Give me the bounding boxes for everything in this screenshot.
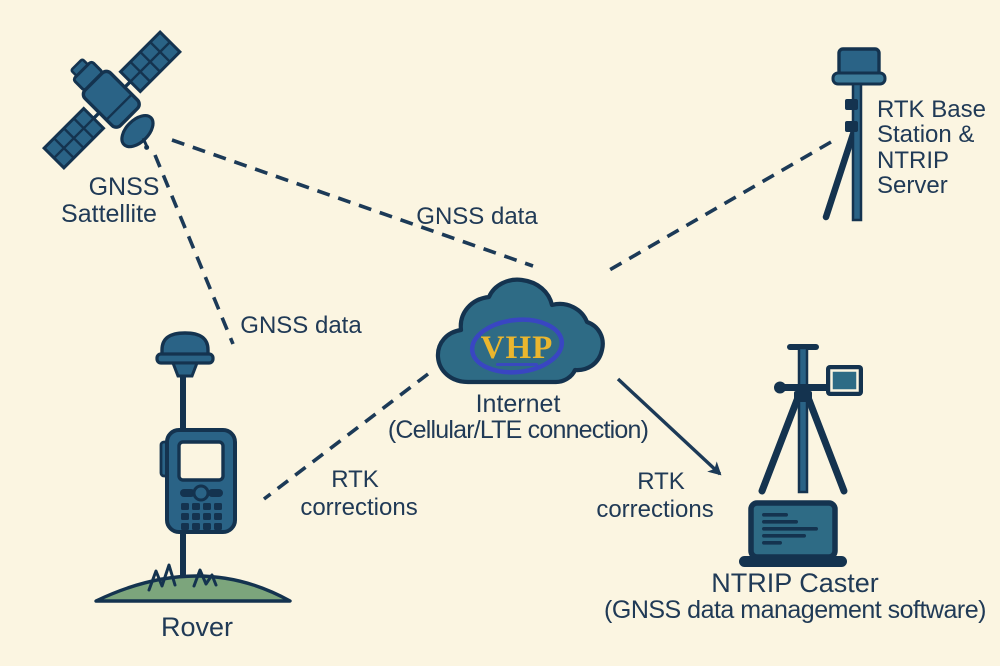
controller-keypad bbox=[181, 503, 222, 530]
laptop-base bbox=[739, 556, 847, 567]
controller-key bbox=[180, 489, 195, 497]
gnss-data-label-left: GNSS data bbox=[240, 312, 362, 339]
base-station-label-line2: Station & bbox=[877, 121, 975, 148]
rtk-corrections-right-line2: corrections bbox=[596, 496, 714, 523]
body-seam bbox=[105, 93, 133, 121]
satellite-label-line1: GNSS bbox=[88, 173, 160, 201]
caster-tripod-leg bbox=[805, 396, 848, 495]
rover-label: Rover bbox=[160, 612, 234, 642]
gnss-data-label-top: GNSS data bbox=[416, 203, 538, 230]
edges bbox=[153, 138, 832, 501]
pole-clamp bbox=[845, 121, 858, 132]
rtk-corrections-left-line2: corrections bbox=[300, 494, 418, 521]
base-mount-plate bbox=[831, 71, 887, 86]
controller-screen bbox=[177, 440, 225, 482]
gnss-satellite-icon bbox=[41, 29, 183, 171]
cloud-shape bbox=[435, 277, 605, 385]
internet-label-line1: Internet bbox=[475, 390, 561, 418]
caster-tripod-pole bbox=[797, 346, 809, 494]
satellite-body bbox=[81, 69, 141, 129]
tripod-mount-block bbox=[794, 391, 812, 402]
rtk-base-station-icon bbox=[822, 47, 887, 222]
rtk-corrections-left-line1: RTK bbox=[331, 466, 379, 493]
field-display-screen bbox=[830, 369, 859, 392]
laptop-screen-text-lines bbox=[762, 513, 818, 545]
base-station-label-line4: Server bbox=[877, 172, 948, 199]
edge-satellite-to-rover bbox=[153, 154, 235, 345]
crossbar-knob bbox=[774, 381, 786, 394]
rover-antenna-neck bbox=[170, 361, 200, 378]
grass-blades bbox=[192, 568, 218, 588]
vhp-logo-ring bbox=[469, 317, 565, 375]
edge-rover-to-internet bbox=[262, 372, 430, 501]
caster-crossbar bbox=[776, 384, 830, 391]
ntrip-caster-label-line2: (GNSS data management software) bbox=[604, 596, 986, 624]
rover-icon bbox=[94, 331, 292, 603]
controller-nav-button bbox=[192, 484, 210, 502]
internet-cloud-icon: VHP bbox=[435, 277, 605, 385]
caster-tripod-leg bbox=[758, 396, 801, 495]
grass-blades bbox=[147, 563, 177, 592]
tripod-leg bbox=[822, 124, 859, 221]
solar-panel-grid bbox=[129, 41, 171, 83]
rover-antenna-dome-icon bbox=[160, 331, 210, 358]
ntrip-caster-label-line1: NTRIP Caster bbox=[711, 568, 879, 598]
base-receiver-icon bbox=[837, 47, 881, 77]
satellite-dish-icon bbox=[120, 113, 155, 149]
internet-label-line2: (Cellular/LTE connection) bbox=[387, 416, 649, 444]
edge-satellite-to-internet bbox=[171, 138, 534, 268]
pole-clamp bbox=[845, 99, 858, 110]
satellite-label-line2: Sattellite bbox=[61, 200, 157, 228]
dish-feed bbox=[141, 137, 149, 147]
ntrip-caster-icon bbox=[739, 344, 863, 567]
base-station-label-line1: RTK Base bbox=[877, 96, 986, 123]
dish-feed-tip bbox=[144, 144, 150, 150]
tripod-pole bbox=[851, 82, 863, 222]
rtk-corrections-right-line1: RTK bbox=[637, 468, 685, 495]
edge-base-station-to-internet bbox=[605, 140, 832, 274]
vhp-logo-tagline-mark bbox=[496, 363, 538, 366]
solar-panel-grid bbox=[53, 117, 95, 159]
controller-key bbox=[208, 489, 223, 497]
edge-internet-to-ntrip-caster-arrow bbox=[616, 377, 722, 476]
base-station-label-line3: NTRIP bbox=[877, 147, 949, 174]
vhp-logo-text: VHP bbox=[481, 330, 554, 366]
grass-mound-icon bbox=[94, 574, 292, 603]
